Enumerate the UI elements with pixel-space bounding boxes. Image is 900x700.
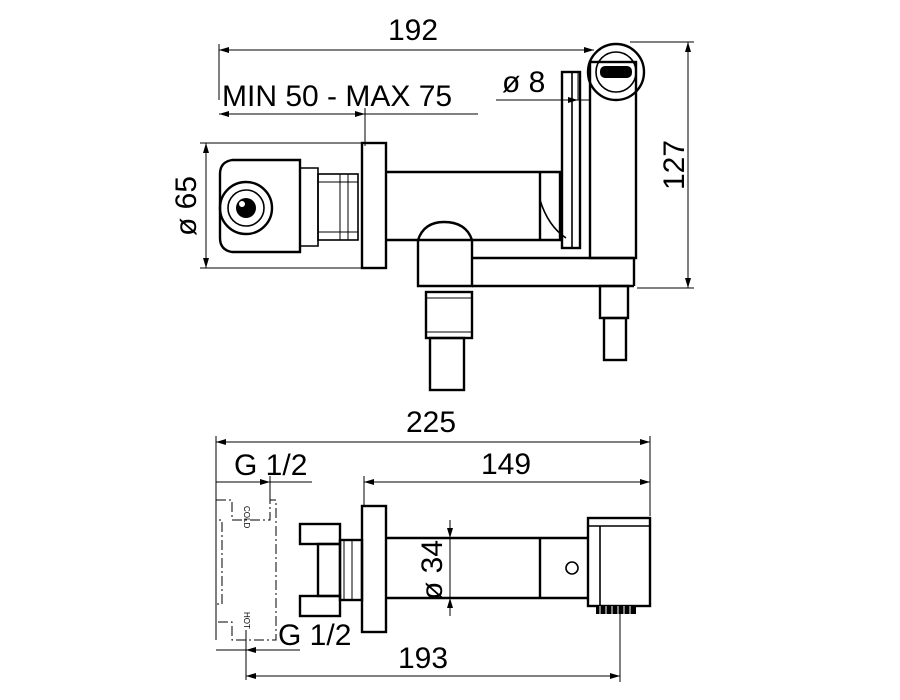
dimension-body-diameter: ø 34 bbox=[416, 520, 453, 616]
shower-holder bbox=[560, 42, 646, 362]
cylindrical-body bbox=[386, 536, 588, 600]
depth-label: 193 bbox=[398, 642, 448, 675]
dimension-inlet-thread-top: G 1/2 bbox=[216, 449, 312, 500]
inlet-thread-bottom-label: G 1/2 bbox=[278, 619, 351, 652]
dimension-193: 193 bbox=[246, 612, 621, 682]
hot-marking: HOT bbox=[242, 612, 251, 629]
shower-head-end bbox=[586, 516, 652, 614]
dimension-192: 192 bbox=[218, 14, 594, 100]
wall-range-label: MIN 50 - MAX 75 bbox=[222, 80, 452, 113]
dimension-225: 225 bbox=[215, 406, 651, 516]
inlet-thread-top-label: G 1/2 bbox=[234, 449, 307, 482]
valve-body bbox=[386, 170, 567, 242]
bottom-wall-plate bbox=[360, 504, 388, 634]
dimension-inlet-thread-bottom: G 1/2 bbox=[216, 619, 351, 680]
bottom-view: 225 G 1/2 149 ø 34 G bbox=[215, 406, 652, 682]
hose-outlet bbox=[416, 220, 636, 392]
body-diameter-label: ø 34 bbox=[416, 540, 449, 600]
handle-crossbar bbox=[298, 522, 364, 618]
dimension-wall-range: MIN 50 - MAX 75 bbox=[219, 80, 478, 146]
dimension-hose-diameter: ø 8 bbox=[496, 66, 590, 103]
height-label: 127 bbox=[658, 140, 691, 190]
dimension-149: 149 bbox=[363, 448, 650, 506]
body-length-label: 149 bbox=[481, 448, 531, 481]
overall-length-label: 225 bbox=[406, 406, 456, 439]
dimension-plate-diameter: ø 65 bbox=[170, 142, 386, 269]
top-view: 192 MIN 50 - MAX 75 ø 8 ø 65 bbox=[170, 14, 694, 392]
in-wall-body: COLD HOT bbox=[215, 499, 277, 641]
valve-handle bbox=[218, 158, 359, 254]
plate-diameter-label: ø 65 bbox=[170, 176, 203, 236]
dimension-127: 127 bbox=[630, 41, 694, 289]
hose-diameter-label: ø 8 bbox=[502, 66, 545, 99]
wall-plate bbox=[360, 141, 388, 270]
overall-width-label: 192 bbox=[388, 14, 438, 47]
cold-marking: COLD bbox=[242, 506, 251, 528]
